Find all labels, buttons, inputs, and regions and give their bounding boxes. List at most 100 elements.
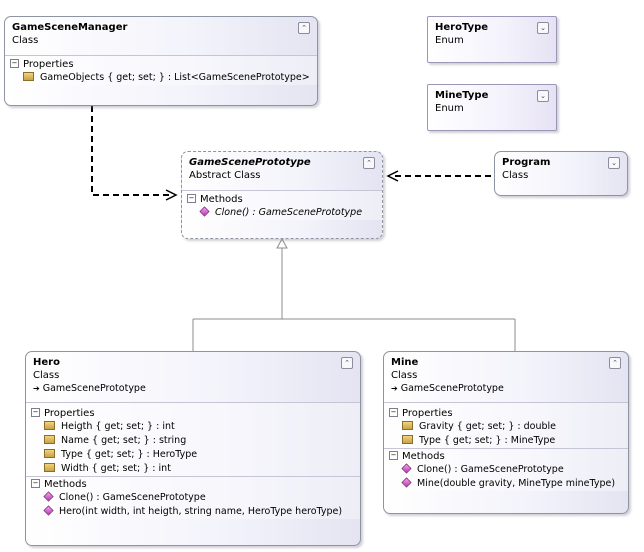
class-program[interactable]: Program Class ⌄ — [494, 151, 628, 196]
class-header: Hero Class ➔ GameScenePrototype ⌃ — [26, 352, 360, 402]
expand-icon[interactable]: ⌄ — [537, 22, 549, 34]
property-icon — [23, 72, 34, 81]
property-icon — [402, 421, 413, 430]
class-gamesceneprototype[interactable]: GameScenePrototype Abstract Class ⌃ −Met… — [181, 151, 383, 239]
section-title: Methods — [44, 479, 87, 490]
section-header[interactable]: −Methods — [182, 193, 382, 206]
base-arrow-icon: ➔ — [33, 384, 40, 393]
member-type[interactable]: Type { get; set; } : HeroType — [26, 448, 360, 462]
enum-kind: Enum — [435, 103, 464, 114]
property-icon — [44, 435, 55, 444]
member-type[interactable]: Type { get; set; } : MineType — [384, 434, 628, 448]
minus-icon[interactable]: − — [389, 407, 398, 417]
minus-icon[interactable]: − — [31, 407, 40, 417]
property-icon — [44, 463, 55, 472]
section-title: Properties — [402, 408, 453, 419]
class-header: GameScenePrototype Abstract Class ⌃ — [182, 152, 382, 190]
member-gravity[interactable]: Gravity { get; set; } : double — [384, 420, 628, 434]
enum-name: MineType — [435, 90, 489, 101]
class-kind: Class — [502, 170, 529, 181]
section-title: Methods — [402, 451, 445, 462]
class-hero[interactable]: Hero Class ➔ GameScenePrototype ⌃ −Prope… — [25, 351, 361, 546]
base-class: ➔ GameScenePrototype — [391, 382, 628, 395]
member-label: Name { get; set; } : string — [61, 435, 187, 446]
class-kind: Abstract Class — [189, 170, 261, 181]
member-label: Hero(int width, int heigth, string name,… — [59, 506, 343, 517]
class-header: GameSceneManager Class ⌃ — [5, 17, 317, 55]
member-label: GameObjects { get; set; } : List<GameSce… — [40, 72, 310, 83]
method-icon — [43, 505, 54, 516]
inheritance-triangle — [276, 237, 288, 249]
class-mine[interactable]: Mine Class ➔ GameScenePrototype ⌃ −Prope… — [383, 351, 629, 514]
methods-section: −Methods Clone() : GameScenePrototype — [182, 190, 382, 220]
expand-icon[interactable]: ⌄ — [537, 90, 549, 102]
collapse-icon[interactable]: ⌃ — [298, 22, 310, 34]
member-label: Width { get; set; } : int — [61, 463, 171, 474]
enum-herotype[interactable]: HeroType Enum ⌄ — [427, 16, 557, 63]
section-header[interactable]: −Properties — [384, 407, 628, 420]
section-header[interactable]: −Methods — [384, 450, 628, 463]
enum-header: HeroType Enum ⌄ — [428, 17, 556, 55]
property-icon — [44, 449, 55, 458]
class-header: Mine Class ➔ GameScenePrototype ⌃ — [384, 352, 628, 402]
section-title: Properties — [23, 59, 74, 70]
member-heigth[interactable]: Heigth { get; set; } : int — [26, 420, 360, 434]
section-header[interactable]: −Properties — [5, 58, 317, 71]
base-arrow-icon: ➔ — [391, 384, 398, 393]
class-name: Mine — [391, 357, 419, 368]
member-hero-constructor[interactable]: Hero(int width, int heigth, string name,… — [26, 505, 360, 519]
base-class: ➔ GameScenePrototype — [33, 382, 360, 395]
member-clone[interactable]: Clone() : GameScenePrototype — [384, 463, 628, 477]
collapse-icon[interactable]: ⌃ — [363, 157, 375, 169]
method-icon — [401, 463, 412, 474]
class-kind: Class — [33, 370, 60, 381]
methods-section: −Methods Clone() : GameScenePrototype Mi… — [384, 448, 628, 491]
member-label: Gravity { get; set; } : double — [419, 421, 557, 432]
section-header[interactable]: −Properties — [26, 407, 360, 420]
member-width[interactable]: Width { get; set; } : int — [26, 462, 360, 476]
class-name: GameSceneManager — [12, 22, 128, 33]
class-header: Program Class ⌄ — [495, 152, 627, 190]
enum-minetype[interactable]: MineType Enum ⌄ — [427, 84, 557, 131]
minus-icon[interactable]: − — [187, 193, 196, 203]
property-icon — [44, 421, 55, 430]
member-name[interactable]: Name { get; set; } : string — [26, 434, 360, 448]
association-manager-arrowhead — [165, 189, 178, 201]
properties-section: −Properties GameObjects { get; set; } : … — [5, 55, 317, 85]
section-title: Properties — [44, 408, 95, 419]
member-label: Clone() : GameScenePrototype — [59, 492, 206, 503]
section-header[interactable]: −Methods — [26, 478, 360, 491]
member-label: Mine(double gravity, MineType mineType) — [417, 478, 616, 489]
property-icon — [402, 435, 413, 444]
class-name: Hero — [33, 357, 60, 368]
method-icon — [43, 491, 54, 502]
member-label: Clone() : GameScenePrototype — [417, 464, 564, 475]
member-clone[interactable]: Clone() : GameScenePrototype — [182, 206, 382, 220]
expand-icon[interactable]: ⌄ — [608, 157, 620, 169]
member-label: Type { get; set; } : MineType — [419, 435, 556, 446]
member-mine-constructor[interactable]: Mine(double gravity, MineType mineType) — [384, 477, 628, 491]
dependency-program-arrowhead — [386, 170, 399, 182]
methods-section: −Methods Clone() : GameScenePrototype He… — [26, 476, 360, 519]
class-name: Program — [502, 157, 551, 168]
minus-icon[interactable]: − — [389, 450, 398, 460]
base-class-name: GameScenePrototype — [42, 383, 146, 394]
member-clone[interactable]: Clone() : GameScenePrototype — [26, 491, 360, 505]
method-icon — [199, 206, 210, 217]
properties-section: −Properties Gravity { get; set; } : doub… — [384, 402, 628, 448]
collapse-icon[interactable]: ⌃ — [609, 357, 621, 369]
minus-icon[interactable]: − — [31, 478, 40, 488]
minus-icon[interactable]: − — [10, 58, 19, 68]
collapse-icon[interactable]: ⌃ — [341, 357, 353, 369]
member-gameobjects[interactable]: GameObjects { get; set; } : List<GameSce… — [5, 71, 317, 85]
base-class-name: GameScenePrototype — [400, 383, 504, 394]
class-gamescenemanager[interactable]: GameSceneManager Class ⌃ −Properties Gam… — [4, 16, 318, 106]
class-kind: Class — [12, 35, 39, 46]
method-icon — [401, 477, 412, 488]
properties-section: −Properties Heigth { get; set; } : int N… — [26, 402, 360, 476]
association-manager-prototype — [91, 106, 172, 196]
member-label: Clone() : GameScenePrototype — [215, 207, 363, 218]
class-name: GameScenePrototype — [189, 157, 311, 168]
section-title: Methods — [200, 194, 243, 205]
